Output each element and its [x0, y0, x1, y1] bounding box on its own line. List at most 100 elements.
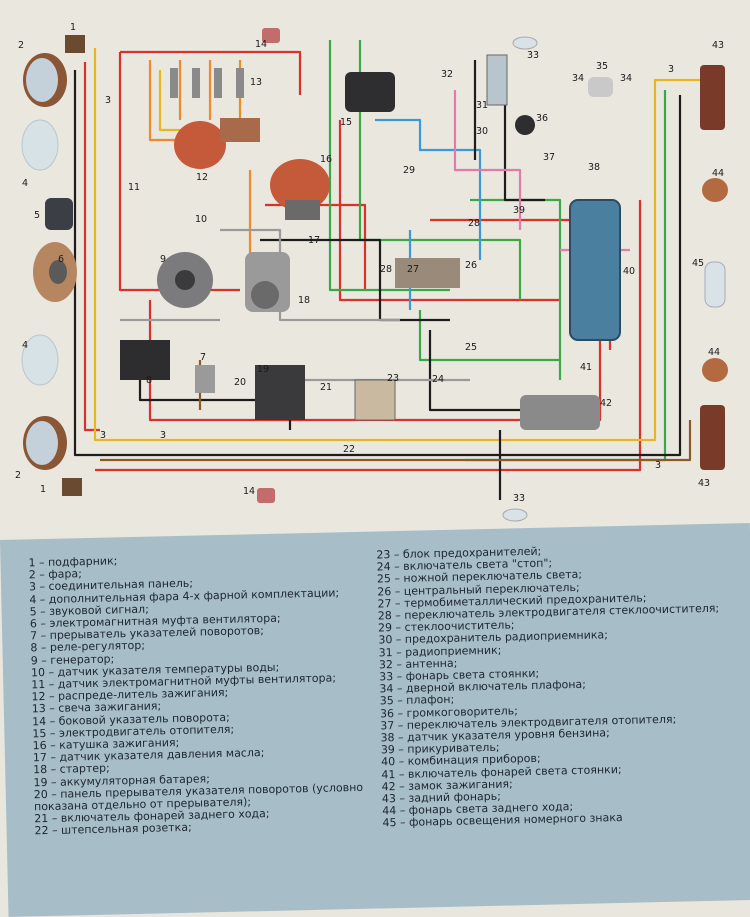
component-number-label: 43: [698, 478, 710, 489]
component-number-label: 21: [320, 382, 332, 393]
component-number-label: 2: [15, 470, 21, 481]
instrument-cluster: [569, 199, 621, 341]
component-number-label: 14: [255, 39, 267, 50]
component-number-label: 44: [708, 347, 720, 358]
component-number-label: 3: [668, 64, 674, 75]
distributor: [174, 121, 226, 169]
component-number-label: 17: [308, 235, 320, 246]
wire-green: [418, 198, 562, 380]
wires: [73, 40, 700, 500]
spark-plug: [192, 68, 200, 98]
ignition-coil: [270, 159, 330, 211]
sidelight-bottom: [62, 478, 82, 496]
component-number-label: 42: [600, 398, 612, 409]
component-number-label: 14: [243, 486, 255, 497]
starter-gear: [251, 281, 279, 309]
horn: [45, 198, 73, 230]
loudspeaker: [515, 115, 535, 135]
component-number-label: 19: [257, 364, 269, 375]
fuse-block: [354, 379, 396, 421]
legend-column-left: 1 – подфарник;2 – фара;3 – соединительна…: [28, 550, 364, 838]
component-number-label: 20: [234, 377, 246, 388]
ignition-lock: [520, 395, 600, 430]
component-number-label: 3: [100, 430, 106, 441]
component-number-label: 18: [298, 295, 310, 306]
component-number-label: 22: [343, 444, 355, 455]
component-number-label: 16: [320, 154, 332, 165]
component-number-label: 45: [692, 258, 704, 269]
battery: [255, 365, 305, 420]
component-number-label: 3: [160, 430, 166, 441]
wire-black: [73, 70, 682, 457]
legend: 1 – подфарник;2 – фара;3 – соединительна…: [0, 522, 750, 917]
component-number-label: 3: [655, 460, 661, 471]
component-number-label: 34: [572, 73, 584, 84]
side-indicator-top: [262, 28, 280, 43]
component-number-label: 4: [22, 178, 28, 189]
component-number-label: 33: [527, 50, 539, 61]
component-number-label: 3: [105, 95, 111, 106]
distributor-body: [220, 118, 260, 142]
component-number-label: 33: [513, 493, 525, 504]
component-number-label: 37: [543, 152, 555, 163]
wire-green: [328, 40, 667, 462]
component-number-label: 27: [407, 264, 419, 275]
parking-light-top: [512, 36, 538, 50]
headlight-top-lens: [26, 58, 58, 102]
fan-clutch-hub: [49, 260, 67, 284]
component-number-label: 31: [476, 100, 488, 111]
headlight-bottom-lens: [26, 421, 58, 465]
component-number-label: 1: [40, 484, 46, 495]
component-number-label: 28: [468, 218, 480, 229]
reverse-light-top: [702, 178, 728, 202]
component-number-label: 41: [580, 362, 592, 373]
component-number-label: 28: [380, 264, 392, 275]
component-number-label: 34: [620, 73, 632, 84]
component-number-label: 30: [476, 126, 488, 137]
heater-motor: [345, 72, 395, 112]
component-number-label: 2: [18, 40, 24, 51]
component-number-label: 8: [146, 375, 152, 386]
component-number-label: 1: [70, 22, 76, 33]
component-number-label: 35: [596, 61, 608, 72]
spark-plug: [236, 68, 244, 98]
component-number-label: 9: [160, 254, 166, 265]
component-number-label: 36: [536, 113, 548, 124]
dome-lamp: [588, 77, 613, 97]
tail-light-top: [700, 65, 725, 130]
component-number-label: 23: [387, 373, 399, 384]
component-number-label: 11: [128, 182, 140, 193]
spark-plug: [214, 68, 222, 98]
component-number-label: 26: [465, 260, 477, 271]
tail-light-bottom: [700, 405, 725, 470]
component-number-label: 6: [58, 254, 64, 265]
component-number-label: 25: [465, 342, 477, 353]
components: [21, 28, 728, 522]
component-number-label: 29: [403, 165, 415, 176]
parking-light-bottom: [502, 508, 528, 522]
wire-red: [83, 50, 642, 472]
component-number-label: 43: [712, 40, 724, 51]
radio: [486, 54, 508, 106]
central-switch: [395, 258, 460, 288]
component-number-label: 44: [712, 168, 724, 179]
component-number-label: 38: [588, 162, 600, 173]
reverse-light-bottom: [702, 358, 728, 382]
side-indicator-bottom: [257, 488, 275, 503]
component-number-label: 40: [623, 266, 635, 277]
component-number-label: 10: [195, 214, 207, 225]
voltage-regulator: [120, 340, 170, 380]
ignition-coil-bracket: [285, 200, 320, 220]
turn-flasher: [195, 365, 215, 393]
component-number-label: 39: [513, 205, 525, 216]
component-number-label: 12: [196, 172, 208, 183]
plate-light: [704, 261, 726, 308]
legend-column-right: 23 – блок предохранителей;24 – включател…: [376, 542, 724, 830]
wiring-diagram-canvas: 1122333334456789101112131414151617181920…: [15, 22, 728, 522]
component-number-label: 13: [250, 77, 262, 88]
spark-plug: [170, 68, 178, 98]
extra-headlight-top: [21, 119, 59, 171]
sidelight-top: [65, 35, 85, 53]
